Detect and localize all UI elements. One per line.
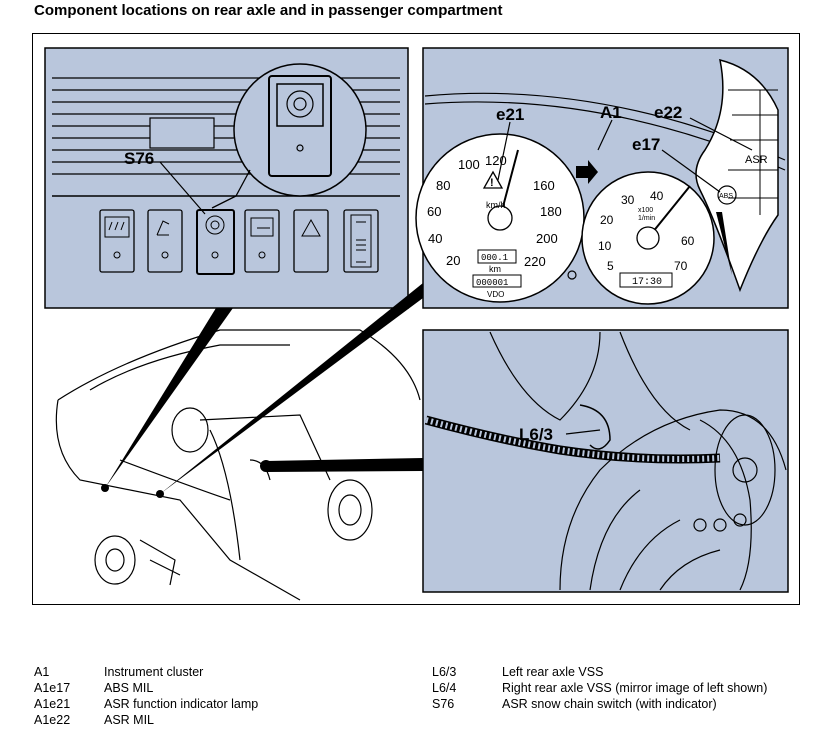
callout-l63: L6/3 bbox=[519, 425, 553, 444]
legend-row: L6/4 Right rear axle VSS (mirror image of… bbox=[432, 680, 767, 696]
legend-row: L6/3 Left rear axle VSS bbox=[432, 664, 767, 680]
legend-code: A1e22 bbox=[34, 713, 71, 727]
instrument-cluster-panel: ! 20 40 60 80 100 120 160 180 200 220 km… bbox=[415, 47, 789, 309]
legend-code: L6/3 bbox=[432, 665, 457, 679]
callout-e21: e21 bbox=[496, 105, 524, 124]
legend-desc: Right rear axle VSS (mirror image of lef… bbox=[502, 681, 768, 695]
legend-row: A1e22 ASR MIL bbox=[34, 712, 258, 728]
legend-code: A1e17 bbox=[34, 681, 71, 695]
tach-scale: x100 bbox=[638, 207, 653, 214]
legend-code: L6/4 bbox=[432, 681, 457, 695]
tach-70: 70 bbox=[674, 259, 688, 273]
console-panel: S76 bbox=[44, 47, 409, 309]
callout-s76: S76 bbox=[124, 149, 154, 168]
speedo-200: 200 bbox=[536, 231, 558, 246]
speedo-40: 40 bbox=[428, 231, 442, 246]
page-title: Component locations on rear axle and in … bbox=[34, 2, 503, 19]
tach-20: 20 bbox=[600, 213, 614, 227]
abs-lamp-label: ABS bbox=[719, 193, 733, 200]
clock-readout: 17:30 bbox=[632, 277, 662, 288]
speedo-100: 100 bbox=[458, 157, 480, 172]
legend-desc: ASR MIL bbox=[104, 713, 155, 727]
legend-row: A1e21 ASR function indicator lamp bbox=[34, 696, 258, 712]
tach-60: 60 bbox=[681, 234, 695, 248]
tach-unit: 1/min bbox=[638, 215, 655, 222]
trip-readout: 000.1 bbox=[481, 253, 508, 263]
leader-axle bbox=[266, 458, 423, 472]
speedo-80: 80 bbox=[436, 178, 450, 193]
leader-cluster bbox=[160, 283, 423, 494]
legend-desc: Left rear axle VSS bbox=[502, 665, 604, 679]
legend-row: S76 ASR snow chain switch (with indicator… bbox=[432, 696, 767, 712]
tach-5: 5 bbox=[607, 259, 614, 273]
callout-a1: A1 bbox=[600, 103, 622, 122]
speedo-180: 180 bbox=[540, 204, 562, 219]
tach-40: 40 bbox=[650, 189, 664, 203]
asr-lamp-label: ASR bbox=[745, 154, 768, 166]
diagram-frame bbox=[32, 33, 800, 605]
odo-readout: 000001 bbox=[476, 278, 508, 288]
legend-row: A1 Instrument cluster bbox=[34, 664, 258, 680]
svg-text:!: ! bbox=[490, 177, 494, 189]
leader-console bbox=[105, 308, 233, 488]
tach-10: 10 bbox=[598, 239, 612, 253]
brand-label: VDO bbox=[487, 290, 504, 299]
legend-code: A1 bbox=[34, 665, 50, 679]
legend-code: A1e21 bbox=[34, 697, 71, 711]
odo-unit: km bbox=[489, 264, 501, 274]
callout-e22: e22 bbox=[654, 103, 682, 122]
component-diagram: S76 ! 20 40 60 80 100 120 160 180 200 22… bbox=[44, 47, 789, 601]
speedo-unit: km/h bbox=[486, 200, 506, 210]
legend-desc: ASR snow chain switch (with indicator) bbox=[502, 697, 717, 711]
rear-axle-panel: L6/3 bbox=[422, 329, 789, 593]
legend-desc: Instrument cluster bbox=[104, 665, 204, 679]
speedo-220: 220 bbox=[524, 254, 546, 269]
speedo-60: 60 bbox=[427, 204, 441, 219]
speedo-160: 160 bbox=[533, 178, 555, 193]
legend-code: S76 bbox=[432, 697, 455, 711]
tach-30: 30 bbox=[621, 193, 635, 207]
legend-desc: ASR function indicator lamp bbox=[104, 697, 259, 711]
legend-right: L6/3 Left rear axle VSS L6/4 Right rear ax… bbox=[432, 664, 767, 712]
callout-e17: e17 bbox=[632, 135, 660, 154]
legend-desc: ABS MIL bbox=[104, 681, 154, 695]
legend-row: A1e17 ABS MIL bbox=[34, 680, 258, 696]
speedo-20: 20 bbox=[446, 253, 460, 268]
